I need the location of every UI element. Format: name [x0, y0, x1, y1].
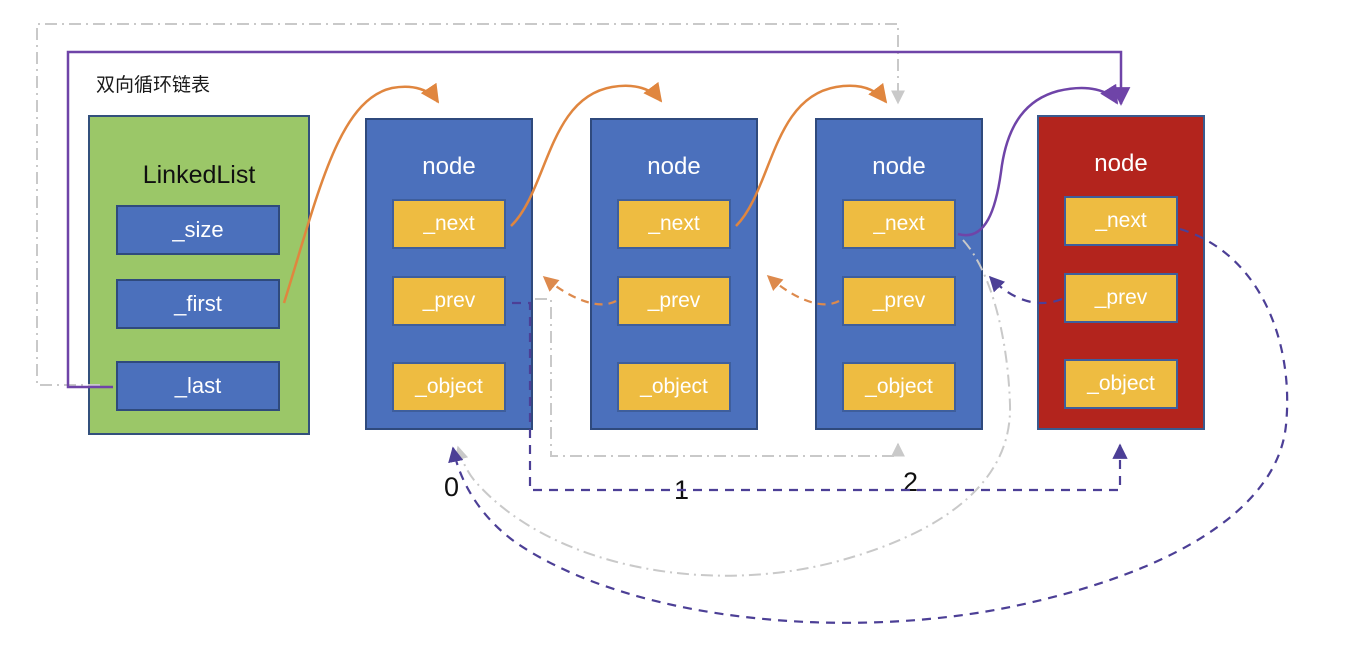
node-3-field-prev: _prev — [1064, 273, 1178, 323]
node-3-field-object: _object — [1064, 359, 1178, 409]
node-1: node _next _prev _object — [590, 118, 758, 430]
node-0-title: node — [422, 153, 476, 180]
linkedlist-title: LinkedList — [142, 161, 256, 189]
node-1-field-prev: _prev — [617, 276, 731, 326]
node-1-field-next: _next — [617, 199, 731, 249]
linkedlist-field-last: _last — [116, 361, 280, 411]
node-3-title: node — [1094, 150, 1148, 177]
node-2-field-next: _next — [842, 199, 956, 249]
node-2-title: node — [872, 153, 926, 180]
index-label-0: 0 — [444, 472, 460, 502]
node-3-new: node _next _prev _object — [1037, 115, 1205, 430]
node-1-title: node — [647, 153, 701, 180]
node-0-field-prev: _prev — [392, 276, 506, 326]
node-0-field-next: _next — [392, 199, 506, 249]
node-2: node _next _prev _object — [815, 118, 983, 430]
diagram-title: 双向循环链表 — [96, 75, 211, 96]
index-label-2: 2 — [903, 467, 919, 497]
linkedlist-field-first: _first — [116, 279, 280, 329]
node-3-field-next: _next — [1064, 196, 1178, 246]
node-2-field-prev: _prev — [842, 276, 956, 326]
node-2-field-object: _object — [842, 362, 956, 412]
node-0-field-object: _object — [392, 362, 506, 412]
linkedlist-field-size: _size — [116, 205, 280, 255]
linkedlist-box: LinkedList _size _first _last — [88, 115, 310, 435]
index-label-1: 1 — [674, 475, 690, 505]
node-0: node _next _prev _object — [365, 118, 533, 430]
node-1-field-object: _object — [617, 362, 731, 412]
